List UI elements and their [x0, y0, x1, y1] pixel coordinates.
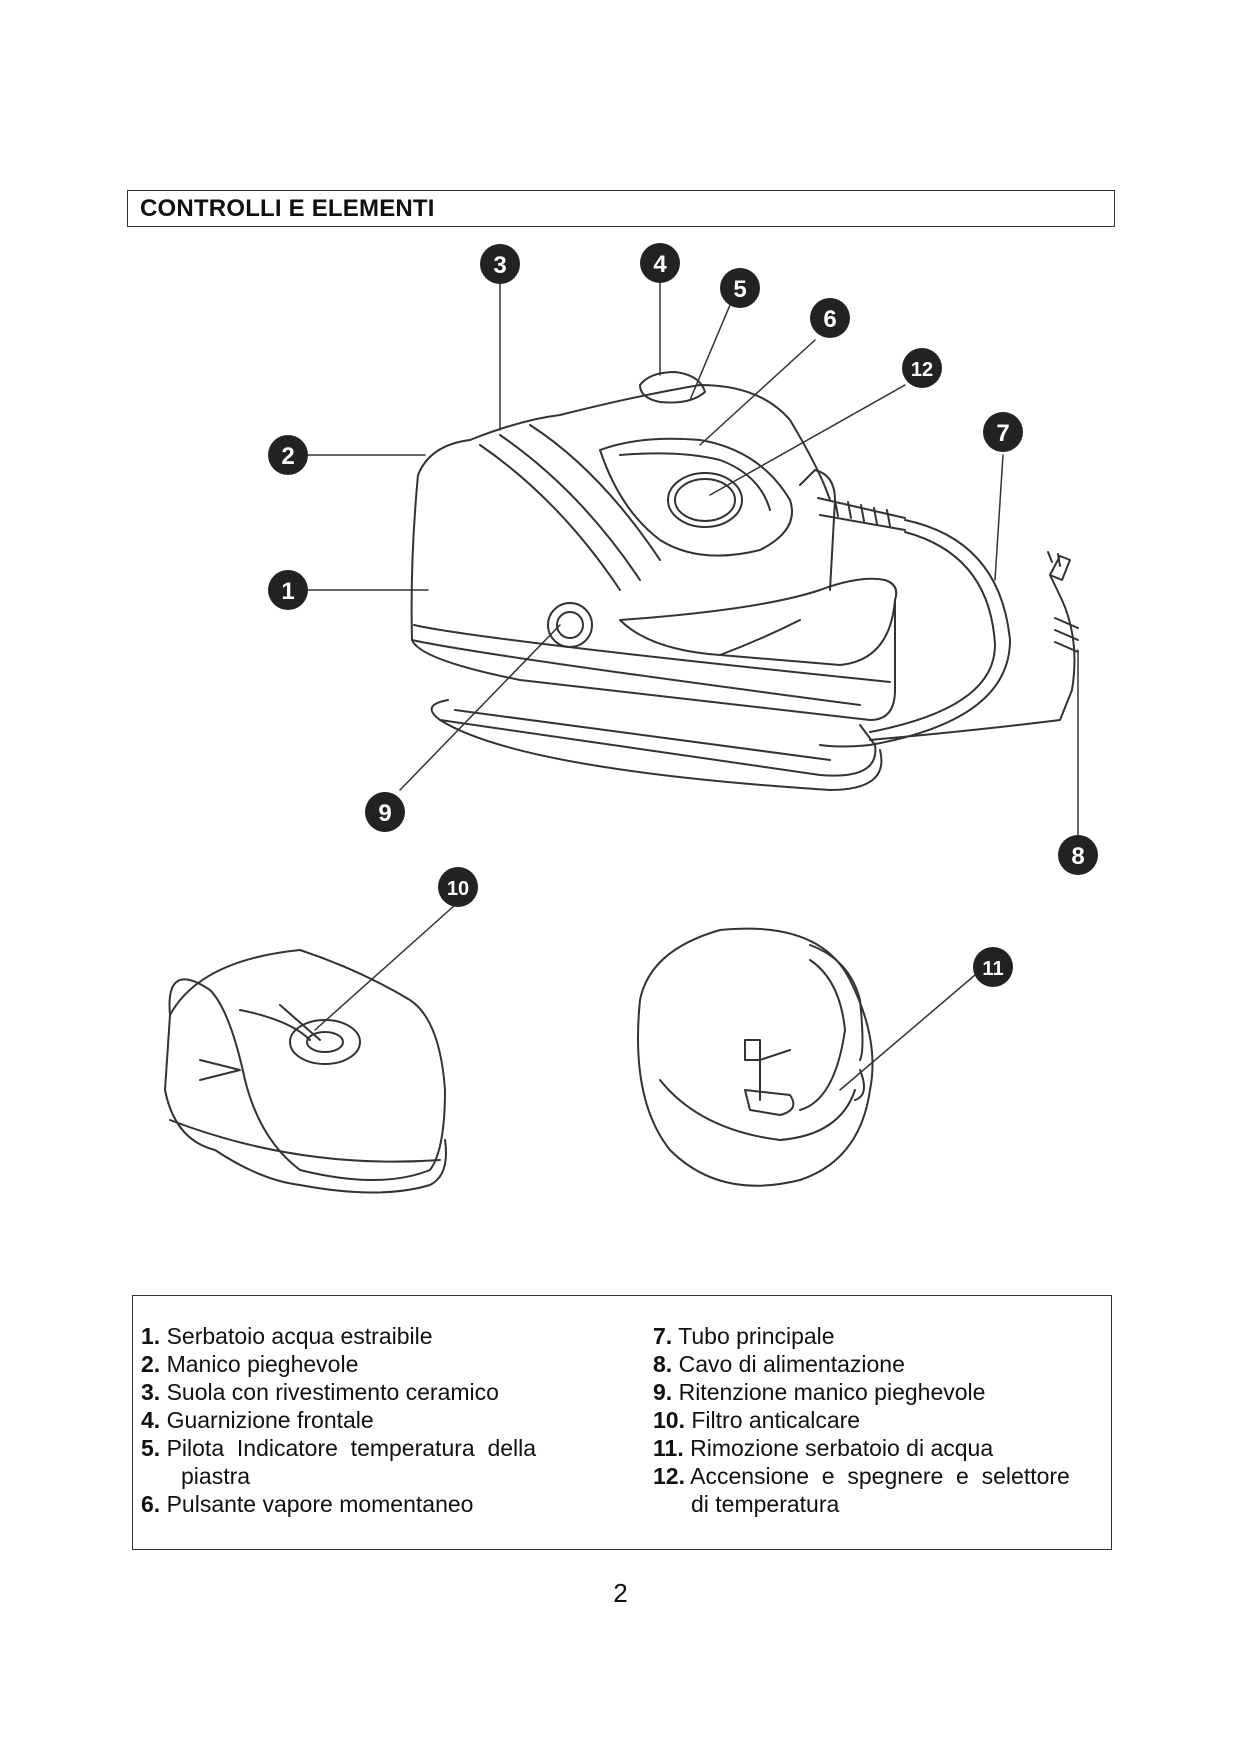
- legend-item-11: 11. Rimozione serbatoio di acqua: [653, 1435, 994, 1461]
- callout-4: [640, 243, 680, 283]
- legend-item-4: 4. Guarnizione frontale: [141, 1407, 374, 1433]
- callout-2: [268, 435, 308, 475]
- callout-12-label: 12: [911, 359, 933, 381]
- callout-4-label: 4: [653, 251, 667, 278]
- callout-10: [438, 867, 478, 907]
- legend-item-7: 7. Tubo principale: [653, 1323, 835, 1349]
- callout-5: [720, 268, 760, 308]
- callout-11: [973, 947, 1013, 987]
- callout-12: [902, 348, 942, 388]
- callout-3: [480, 244, 520, 284]
- legend-item-10: 10. Filtro anticalcare: [653, 1407, 861, 1433]
- callout-11-label: 11: [982, 958, 1003, 980]
- callout-1: [268, 570, 308, 610]
- legend-item-8: 8. Cavo di alimentazione: [653, 1351, 905, 1377]
- page-number: 2: [613, 1578, 628, 1608]
- callout-7-label: 7: [996, 420, 1009, 447]
- legend-box: 1. Serbatoio acqua estraibile 2. Manico …: [132, 1295, 1112, 1550]
- callout-leader-lines: [304, 281, 1079, 1091]
- callout-1-label: 1: [281, 578, 294, 605]
- callout-2-label: 2: [281, 443, 294, 470]
- callout-8: [1058, 835, 1098, 875]
- steam-generator-drawing: [410, 371, 1079, 791]
- section-title-box: CONTROLLI E ELEMENTI: [127, 190, 1115, 227]
- legend-item-9: 9. Ritenzione manico pieghevole: [653, 1379, 986, 1405]
- callout-5-label: 5: [733, 276, 746, 303]
- callout-8-label: 8: [1071, 843, 1084, 870]
- water-tank-open-drawing: [637, 927, 874, 1187]
- callout-9: [365, 792, 405, 832]
- callout-9-label: 9: [378, 800, 391, 827]
- legend-item-6: 6. Pulsante vapore momentaneo: [141, 1491, 474, 1517]
- water-tank-side-drawing: [164, 949, 447, 1194]
- callout-markers: [268, 243, 1098, 987]
- legend-item-2: 2. Manico pieghevole: [141, 1351, 359, 1377]
- legend-item-3: 3. Suola con rivestimento ceramico: [141, 1379, 499, 1405]
- callout-3-label: 3: [493, 252, 506, 279]
- callout-10-label: 10: [447, 878, 469, 900]
- callout-6: [810, 298, 850, 338]
- legend-column-right: 7. Tubo principale 8. Cavo di alimentazi…: [653, 1322, 1108, 1518]
- section-title: CONTROLLI E ELEMENTI: [140, 195, 435, 222]
- callout-7: [983, 412, 1023, 452]
- legend-item-1: 1. Serbatoio acqua estraibile: [141, 1323, 433, 1349]
- legend-column-left: 1. Serbatoio acqua estraibile 2. Manico …: [141, 1322, 581, 1518]
- callout-6-label: 6: [823, 306, 836, 333]
